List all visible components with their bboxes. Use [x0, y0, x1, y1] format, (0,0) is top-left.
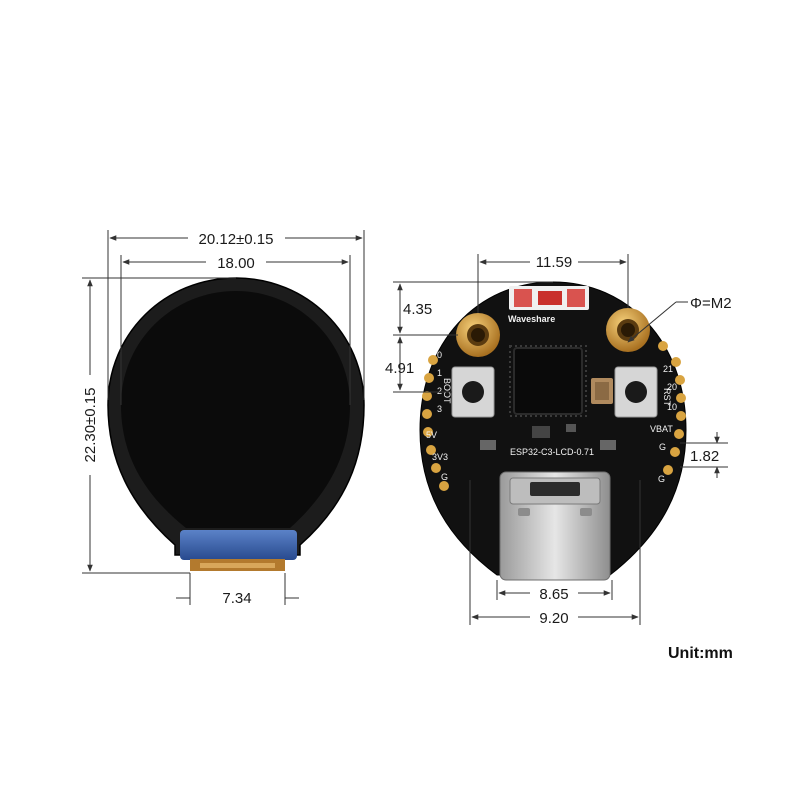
- svg-text:5V: 5V: [426, 430, 437, 440]
- dim-label-hole-offset: 4.35: [403, 301, 432, 318]
- svg-text:3: 3: [437, 404, 442, 414]
- brand-label: Waveshare: [508, 314, 555, 324]
- dim-button-offset: 4.91: [385, 336, 452, 393]
- right-pin-labels: 21 20 10 VBAT G G: [650, 364, 677, 484]
- dim-display-height: 22.30±0.15: [80, 277, 236, 574]
- svg-text:3V3: 3V3: [432, 452, 448, 462]
- left-pin-labels: 0 1 2 3 5V 3V3 G: [426, 350, 448, 482]
- usb-c-connector: [499, 471, 611, 581]
- svg-text:G: G: [441, 472, 448, 482]
- svg-text:0: 0: [437, 350, 442, 360]
- esp32-chip: [513, 347, 583, 415]
- dim-hole-diameter: Φ=M2: [627, 295, 732, 343]
- rst-button: [614, 366, 658, 418]
- svg-text:21: 21: [663, 364, 673, 374]
- dim-label-active-width: 18.00: [217, 255, 255, 272]
- right-pin-pads: [658, 341, 686, 475]
- svg-text:10: 10: [667, 402, 677, 412]
- rst-label: RST: [662, 388, 672, 407]
- svg-text:20: 20: [667, 382, 677, 392]
- left-pin-pads: [422, 355, 449, 491]
- dim-label-usb-inner: 8.65: [539, 586, 568, 603]
- dim-label-fpc-width: 7.34: [222, 590, 251, 607]
- display-fpc: [180, 530, 297, 560]
- dim-label-outer-width: 20.12±0.15: [199, 231, 274, 248]
- dim-usb-outer: 9.20: [469, 480, 641, 627]
- svg-text:1: 1: [437, 368, 442, 378]
- display-screen: [121, 291, 350, 528]
- dim-hole-spacing: 11.59: [477, 252, 629, 313]
- dim-label-button-offset: 4.91: [385, 360, 414, 377]
- svg-text:G: G: [659, 442, 666, 452]
- svg-text:VBAT: VBAT: [650, 424, 673, 434]
- dim-display-outer-width: 20.12±0.15: [107, 229, 365, 400]
- dim-label-height: 22.30±0.15: [82, 388, 99, 463]
- dim-pin-offset: 1.82: [680, 432, 728, 478]
- model-label: ESP32-C3-LCD-0.71: [510, 447, 594, 457]
- dim-label-hole-diameter: Φ=M2: [690, 295, 732, 312]
- svg-text:G: G: [658, 474, 665, 484]
- pcb-board: Waveshare BOOT RST: [419, 281, 687, 581]
- mounting-hole-left: [456, 313, 500, 357]
- dim-hole-offset: 4.35: [393, 281, 553, 336]
- boot-button: [451, 366, 495, 418]
- dim-fpc-width: 7.34: [176, 573, 299, 607]
- boot-label: BOOT: [442, 378, 452, 404]
- dim-display-active-width: 18.00: [120, 253, 351, 405]
- dim-label-hole-spacing: 11.59: [536, 254, 572, 271]
- fpc-contacts: [200, 563, 275, 568]
- dim-label-pin-offset: 1.82: [690, 448, 719, 465]
- unit-label: Unit:mm: [668, 645, 733, 662]
- dim-usb-inner: 8.65: [496, 580, 613, 603]
- dim-label-usb-outer: 9.20: [539, 610, 568, 627]
- svg-text:2: 2: [437, 386, 442, 396]
- display-module: [107, 277, 365, 571]
- mounting-hole-right: [606, 308, 650, 352]
